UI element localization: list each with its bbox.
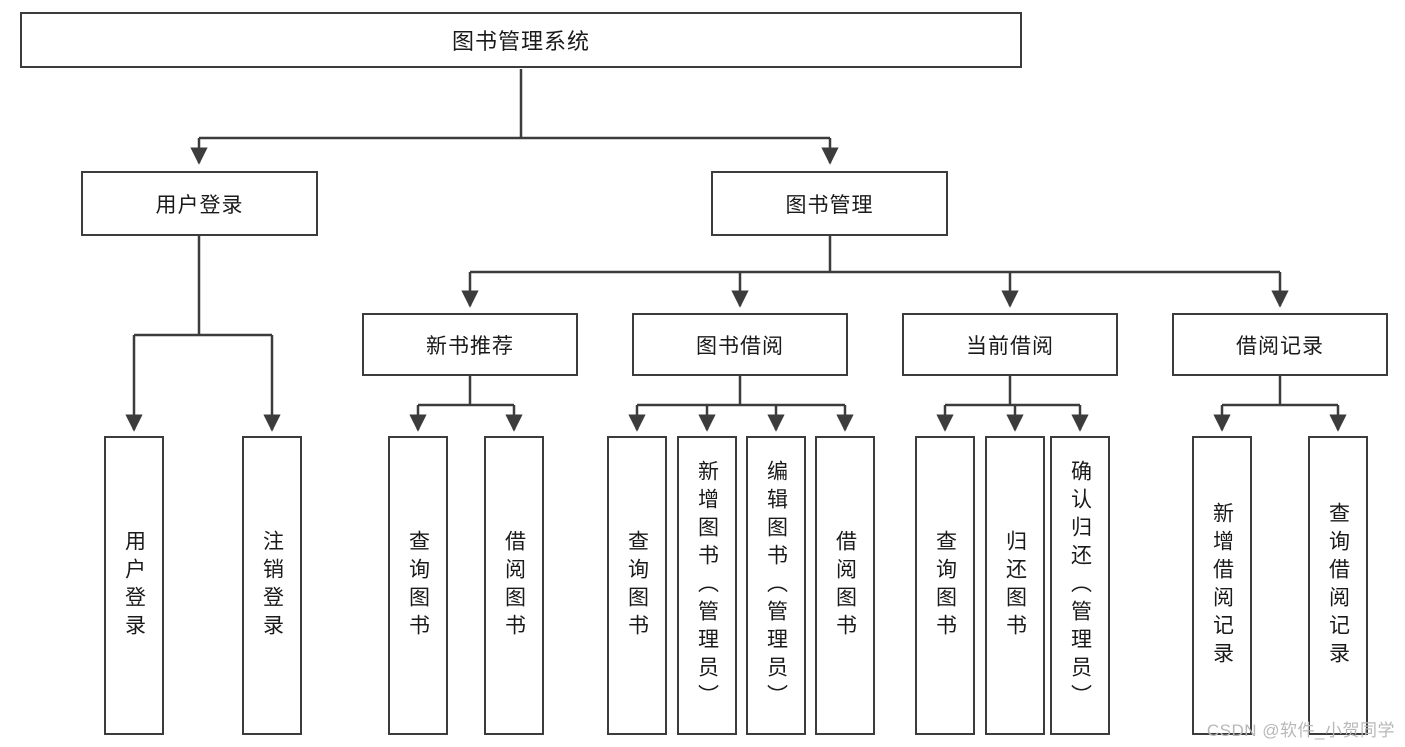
watermark: CSDN @软件_小贺同学 [1206,721,1395,740]
leaf-query-book-3[interactable]: 查询图书 [915,436,975,735]
node-borrow-record[interactable]: 借阅记录 [1172,313,1388,376]
node-book-management[interactable]: 图书管理 [711,171,948,236]
leaf-borrow-book-2[interactable]: 借阅图书 [815,436,875,735]
node-current-borrow[interactable]: 当前借阅 [902,313,1118,376]
leaf-logout-login[interactable]: 注销登录 [242,436,302,735]
node-root[interactable]: 图书管理系统 [20,12,1022,68]
leaf-edit-book[interactable]: 编辑图书（管理员） [746,436,806,735]
leaf-query-book-1[interactable]: 查询图书 [388,436,448,735]
leaf-user-login[interactable]: 用户登录 [104,436,164,735]
node-book-borrow[interactable]: 图书借阅 [632,313,848,376]
leaf-borrow-book-1[interactable]: 借阅图书 [484,436,544,735]
leaf-confirm-return[interactable]: 确认归还（管理员） [1050,436,1110,735]
leaf-add-book[interactable]: 新增图书（管理员） [677,436,737,735]
leaf-query-record[interactable]: 查询借阅记录 [1308,436,1368,735]
leaf-query-book-2[interactable]: 查询图书 [607,436,667,735]
leaf-add-record[interactable]: 新增借阅记录 [1192,436,1252,735]
node-user-login[interactable]: 用户登录 [81,171,318,236]
leaf-return-book[interactable]: 归还图书 [985,436,1045,735]
node-new-book-recommend[interactable]: 新书推荐 [362,313,578,376]
